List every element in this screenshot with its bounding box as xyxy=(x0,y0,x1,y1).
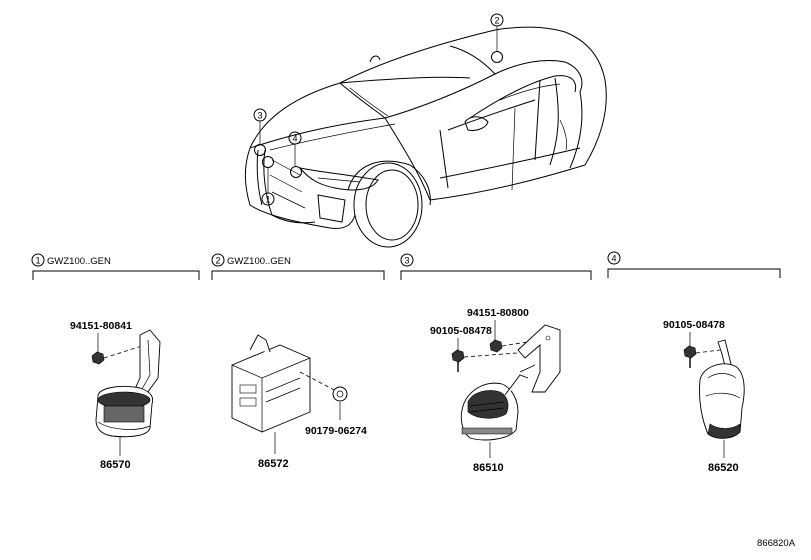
group-2-parts: 90179-06274 86572 xyxy=(231,334,367,470)
bolt-icon xyxy=(489,339,503,353)
callout-markers: 2 3 4 1 xyxy=(253,13,504,206)
bolt-icon xyxy=(683,345,697,368)
part-94151-80800-label: 94151-80800 xyxy=(467,307,529,319)
part-86570-label: 86570 xyxy=(100,459,131,471)
location-marker-1 xyxy=(262,156,274,168)
callout-4-num: 4 xyxy=(292,134,297,144)
location-marker-3 xyxy=(254,144,266,156)
group-1-label: GWZ100..GEN xyxy=(47,256,111,267)
bolt-icon xyxy=(451,349,465,372)
group-1-header: 1 GWZ100..GEN xyxy=(31,253,200,280)
group-4-header: 4 xyxy=(607,251,781,278)
callout-1-bubble xyxy=(261,192,275,206)
group-3-num: 3 xyxy=(404,256,409,266)
module-86572-icon xyxy=(231,334,311,433)
group-1-num: 1 xyxy=(35,256,40,266)
part-86572-label: 86572 xyxy=(258,458,289,470)
location-marker-4 xyxy=(290,166,302,178)
group-2-label: GWZ100..GEN xyxy=(227,256,291,267)
bolt-icon xyxy=(91,351,105,365)
horn-86570-icon xyxy=(95,385,154,438)
diagram-id: 866820A xyxy=(757,538,796,549)
part-86520-label: 86520 xyxy=(708,462,739,474)
group-1-parts: 94151-80841 86570 xyxy=(70,320,161,471)
part-94151-80841-label: 94151-80841 xyxy=(70,320,132,332)
group-4-num: 4 xyxy=(611,254,616,264)
horn-86510-icon xyxy=(460,374,529,441)
part-90105-08478-label-a: 90105-08478 xyxy=(430,325,492,337)
location-marker-2 xyxy=(491,51,503,63)
group-4-parts: 90105-08478 86520 xyxy=(663,319,745,474)
part-86510-label: 86510 xyxy=(473,462,504,474)
callout-3-num: 3 xyxy=(257,111,262,121)
callout-1-num: 1 xyxy=(265,195,270,205)
group-2-num: 2 xyxy=(215,256,220,266)
part-90179-06274-label: 90179-06274 xyxy=(305,425,367,437)
car-illustration xyxy=(245,26,607,248)
callout-2-num: 2 xyxy=(494,16,499,26)
group-3-header: 3 xyxy=(400,253,592,280)
nut-icon xyxy=(332,386,348,402)
part-90105-08478-label-b: 90105-08478 xyxy=(663,319,725,331)
group-2-header: 2 GWZ100..GEN xyxy=(211,253,385,280)
group-3-parts: 94151-80800 90105-08478 86510 xyxy=(430,307,561,474)
horn-86520-icon xyxy=(699,363,745,439)
